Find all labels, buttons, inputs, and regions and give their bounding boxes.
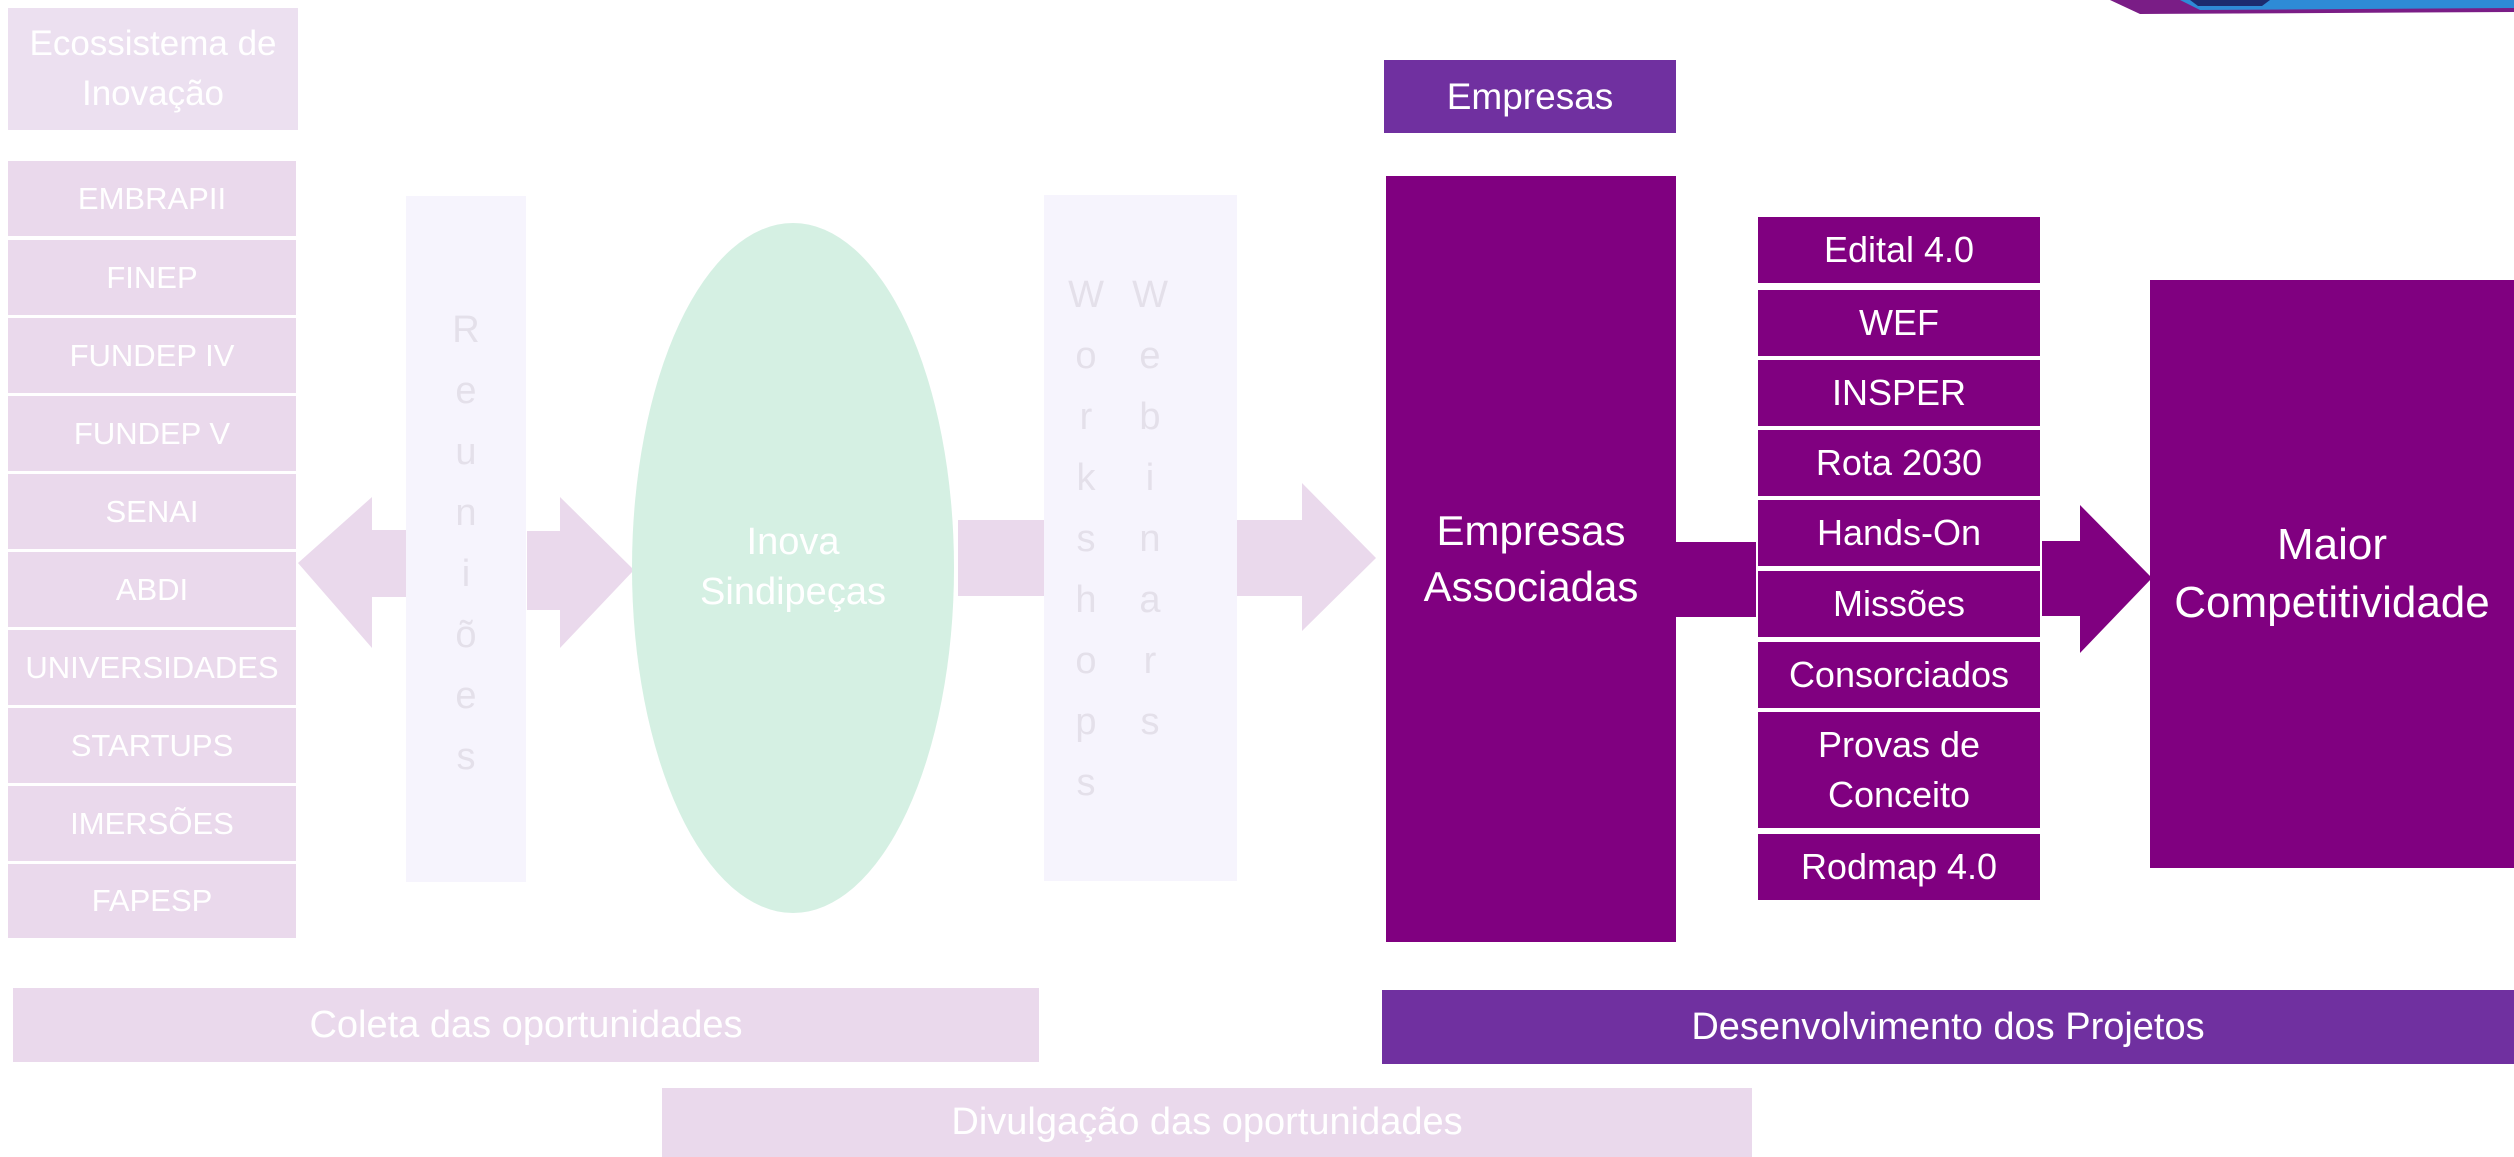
workshops-letter: s <box>1076 762 1096 804</box>
reunioes-letter: e <box>455 675 477 717</box>
webinars-letter: n <box>1139 518 1161 560</box>
webinars-letter: W <box>1132 274 1168 316</box>
ecosystem-item-label: STARTUPS <box>70 727 234 763</box>
left-double-arrow <box>298 497 410 648</box>
phase-coleta: Coleta das oportunidades <box>13 988 1039 1062</box>
project-item-label: Provas de Conceito <box>1817 724 1981 815</box>
project-item-label: Hands-On <box>1816 512 1982 553</box>
project-item: WEF <box>1758 290 2040 356</box>
workshops-letter: k <box>1076 457 1096 499</box>
project-item-label: Rodmap 4.0 <box>1800 846 1998 887</box>
project-item: Provas de Conceito <box>1758 712 2040 828</box>
project-item: Rota 2030 <box>1758 430 2040 496</box>
workshops-letter: o <box>1075 335 1097 377</box>
webinars-letter: r <box>1143 640 1157 682</box>
project-item-label: Consorciados <box>1788 654 2010 695</box>
inova-label: Inova Sindipeças <box>680 512 906 622</box>
phase-desenvolvimento-label: Desenvolvimento dos Projetos <box>1691 1005 2205 1048</box>
reunioes-column: R e u n i õ e s <box>406 196 526 882</box>
outcome-label: Maior Competitividade <box>2174 520 2490 627</box>
project-item: Consorciados <box>1758 642 2040 708</box>
ecosystem-item-label: FUNDEP V <box>73 415 231 451</box>
ecosystem-item: FINEP <box>8 240 296 315</box>
ecosystem-item-label: FAPESP <box>91 883 213 918</box>
webinars-letter: i <box>1145 457 1155 499</box>
project-item: Missões <box>1758 571 2040 637</box>
ecosystem-item: IMERSÕES <box>8 786 296 861</box>
empresas-associadas-box: Empresas Associadas <box>1386 176 1676 942</box>
ecosystem-item-label: FINEP <box>106 259 198 295</box>
phase-desenvolvimento: Desenvolvimento dos Projetos <box>1382 990 2514 1064</box>
ecosystem-item: ABDI <box>8 552 296 627</box>
workshops-letter: W <box>1068 274 1104 316</box>
workshops-letter: h <box>1075 579 1097 621</box>
project-item-label: Missões <box>1832 583 1966 624</box>
workshops-webinars-column: W o r k s h o p s W e b i n a r s <box>1044 195 1237 881</box>
right-arrow-to-center <box>527 497 634 648</box>
project-item-label: INSPER <box>1831 372 1967 413</box>
inova-label-text: Inova Sindipeças <box>700 521 886 613</box>
ecosystem-item: EMBRAPII <box>8 161 296 236</box>
reunioes-letter: u <box>455 431 477 473</box>
ecosystem-item-label: ABDI <box>115 571 189 607</box>
project-item: INSPER <box>1758 360 2040 426</box>
outcome-box: Maior Competitividade <box>2150 280 2514 868</box>
project-item-label: Rota 2030 <box>1815 442 1983 483</box>
reunioes-letters: R e u n i õ e s <box>406 196 526 788</box>
project-item: Hands-On <box>1758 500 2040 566</box>
empresas-title-text: Empresas <box>1446 75 1614 117</box>
empresas-associadas-label: Empresas Associadas <box>1423 507 1639 610</box>
ecosystem-item-label: IMERSÕES <box>70 805 234 841</box>
project-item: Edital 4.0 <box>1758 217 2040 283</box>
phase-coleta-label: Coleta das oportunidades <box>309 1003 743 1046</box>
ecosystem-item-label: SENAI <box>105 493 199 529</box>
ecosystem-item: SENAI <box>8 474 296 549</box>
corner-decoration-inner <box>2190 0 2270 6</box>
workshops-letter: p <box>1075 701 1097 743</box>
ecosystem-item-label: UNIVERSIDADES <box>25 649 279 685</box>
reunioes-letter: R <box>452 309 480 351</box>
workshops-letters: W o r k s h o p s <box>1058 265 1114 814</box>
reunioes-letter: s <box>456 736 476 778</box>
ecosystem-item-label: EMBRAPII <box>77 180 227 216</box>
ecosystem-title-text: Ecossistema de Inovação <box>29 24 277 113</box>
inova-ellipse <box>632 223 954 913</box>
project-item-label: Edital 4.0 <box>1823 229 1975 270</box>
phase-divulgacao: Divulgação das oportunidades <box>662 1088 1752 1157</box>
ecosystem-item: STARTUPS <box>8 708 296 783</box>
reunioes-letter: i <box>461 553 471 595</box>
workshops-letter: r <box>1079 396 1093 438</box>
reunioes-letter: n <box>455 492 477 534</box>
project-item-label: WEF <box>1859 302 1939 343</box>
ecosystem-title: Ecossistema de Inovação <box>8 8 298 130</box>
reunioes-letter: õ <box>455 614 477 656</box>
ecosystem-item: FAPESP <box>8 864 296 938</box>
ecosystem-item: FUNDEP IV <box>8 318 296 393</box>
empresas-connector <box>1676 542 1756 617</box>
ecosystem-item: UNIVERSIDADES <box>8 630 296 705</box>
webinars-letter: a <box>1139 579 1161 621</box>
ecosystem-item: FUNDEP V <box>8 396 296 471</box>
right-arrow-to-empresas <box>1237 483 1376 631</box>
project-item: Rodmap 4.0 <box>1758 834 2040 900</box>
webinars-letter: s <box>1140 701 1160 743</box>
workshops-letter: s <box>1076 518 1096 560</box>
reunioes-letter: e <box>455 370 477 412</box>
center-connector <box>958 520 1046 596</box>
phase-divulgacao-label: Divulgação das oportunidades <box>951 1101 1463 1143</box>
right-arrow-to-outcome <box>2042 505 2152 653</box>
workshops-letter: o <box>1075 640 1097 682</box>
webinars-letters: W e b i n a r s <box>1122 265 1178 753</box>
empresas-title: Empresas <box>1384 60 1676 133</box>
webinars-letter: e <box>1139 335 1161 377</box>
ecosystem-item-label: FUNDEP IV <box>69 337 235 373</box>
webinars-letter: b <box>1139 396 1161 438</box>
